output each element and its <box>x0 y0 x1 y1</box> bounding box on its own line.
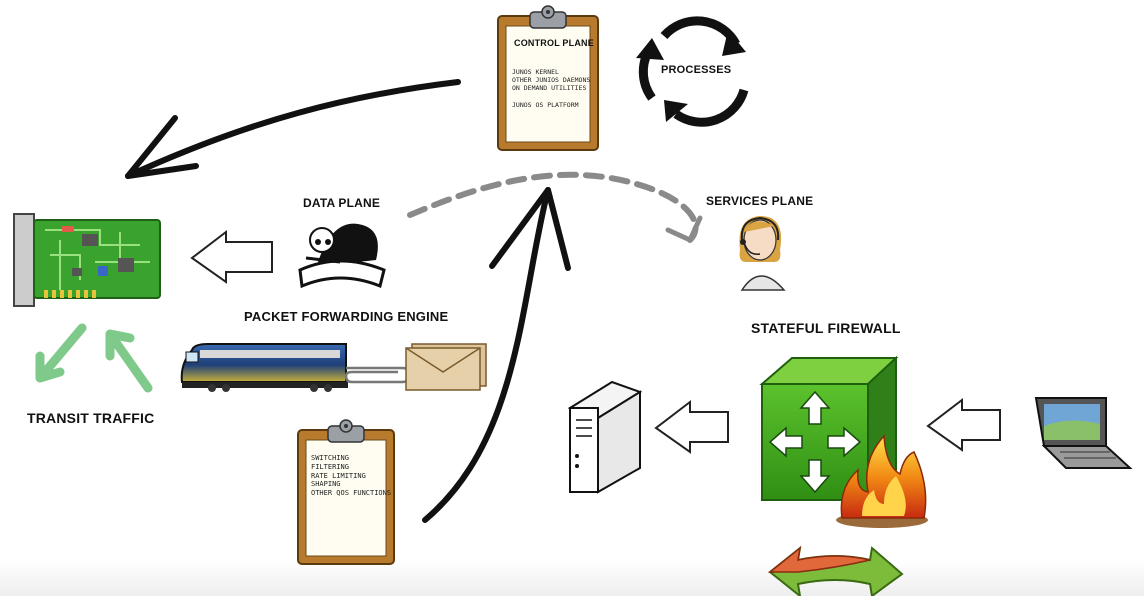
control-line-3: ON DEMAND UTILITIES <box>512 84 587 93</box>
control-clipboard-icon <box>497 5 599 151</box>
pfe-line-5: OTHER QOS FUNCTIONS <box>311 489 392 497</box>
control-to-board-arrow <box>125 79 461 179</box>
packet-forwarding-engine-label: PACKET FORWARDING ENGINE <box>244 309 449 324</box>
control-line-1: JUNOS KERNEL <box>512 68 559 76</box>
envelope-icon <box>405 343 487 391</box>
circuit-board-icon <box>13 213 161 307</box>
pfe-line-3: RATE LIMITING <box>311 471 366 480</box>
pfe-to-control-arrow <box>422 187 571 523</box>
headset-agent-icon <box>739 216 786 291</box>
pfe-clipboard-icon <box>297 419 395 565</box>
services-plane-label: SERVICES PLANE <box>706 194 814 208</box>
processes-label: PROCESSES <box>661 64 732 76</box>
control-clipboard-platform: JUNOS OS PLATFORM <box>512 101 579 109</box>
pfe-clipboard-lines: SWITCHING FILTERING RATE LIMITING SHAPIN… <box>311 454 391 498</box>
hollow-arrow-to-server <box>654 399 729 454</box>
dashed-services-arrow <box>407 171 703 243</box>
pfe-line-2: FILTERING <box>311 462 349 471</box>
transit-traffic-arrows <box>35 323 153 393</box>
fire-icon <box>836 434 928 528</box>
bidirectional-arrow-icon <box>767 545 904 596</box>
laptop-icon <box>1034 397 1133 469</box>
transit-traffic-label: TRANSIT TRAFFIC <box>27 410 155 426</box>
pfe-line-4: SHAPING <box>311 480 341 489</box>
stateful-firewall-label: STATEFUL FIREWALL <box>751 320 901 336</box>
cycle-arrowheads <box>636 30 746 122</box>
paperclip-icon <box>344 366 412 384</box>
floor-shadow <box>0 560 1144 596</box>
reader-with-book-icon <box>298 223 386 289</box>
server-tower-icon <box>567 380 643 494</box>
train-icon <box>180 343 348 392</box>
data-plane-label: DATA PLANE <box>303 196 381 210</box>
control-clipboard-lines: JUNOS KERNEL OTHER JUNIOS DAEMONS ON DEM… <box>512 68 590 92</box>
control-plane-label: CONTROL PLANE <box>514 38 594 48</box>
hollow-arrow-to-firewall <box>926 397 1001 452</box>
control-line-2: OTHER JUNIOS DAEMONS <box>512 76 591 85</box>
hollow-arrow-left <box>190 229 273 284</box>
pfe-line-1: SWITCHING <box>311 454 349 462</box>
